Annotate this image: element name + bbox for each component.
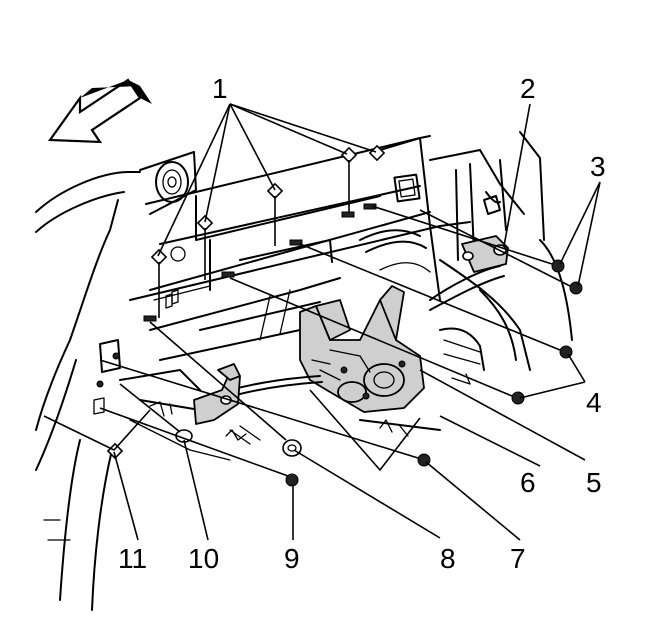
exploded-leader-lines [99, 205, 571, 477]
component-assembly [229, 285, 425, 413]
callout-9: 9 [284, 543, 300, 574]
left-bracket [175, 363, 241, 443]
callout-2: 2 [520, 73, 536, 104]
callout-5: 5 [586, 467, 602, 498]
callout-3: 3 [590, 151, 606, 182]
callout-pointers [43, 103, 601, 541]
callout-4: 4 [586, 387, 602, 418]
right-bracket [461, 235, 509, 273]
retainer-clip-icon [106, 144, 386, 460]
vehicle-body-structure [35, 131, 573, 611]
direction-arrow-icon [47, 78, 152, 144]
callout-6: 6 [520, 467, 536, 498]
callout-11: 11 [118, 543, 147, 574]
callout-labels: 1 2 3 4 5 6 7 8 9 10 11 [118, 73, 606, 574]
callout-7: 7 [510, 543, 526, 574]
callout-8: 8 [440, 543, 456, 574]
callout-10: 10 [188, 543, 219, 574]
callout-1: 1 [212, 73, 228, 104]
